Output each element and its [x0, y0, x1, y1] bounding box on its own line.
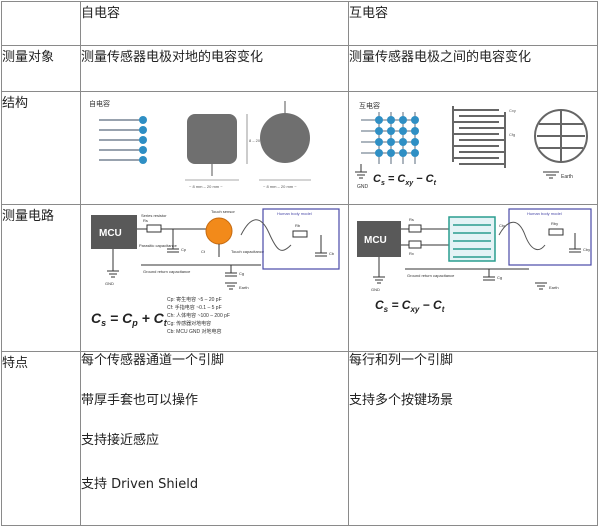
self-feature-item: 每个传感器通道一个引脚 — [81, 353, 225, 368]
mcu-block — [91, 215, 137, 249]
mutual-cty-label: Cty — [499, 223, 505, 228]
mutual-target-text: 测量传感器电极之间的电容变化 — [348, 45, 598, 92]
self-circuit-formula: Cs = Cp + Ct — [91, 310, 168, 328]
svg-text:Cp: 寄生电容 ~5 – 20 pF: Cp: 寄生电容 ~5 – 20 pF — [167, 296, 222, 303]
round-electrode — [260, 113, 310, 163]
mutual-structure-title: 互电容 — [359, 101, 380, 110]
mutual-rs-label: Rs — [409, 217, 414, 222]
mutual-circuit-formula: Cs = Cxy − Ct — [375, 298, 445, 314]
row-label-structure: 结构 — [1, 91, 81, 205]
human-body-label: Human body model — [277, 211, 312, 216]
self-structure-diagram: 自电容 ~ 8 mm – 20 mm ~ 8 – 20 mm — [89, 99, 311, 189]
square-width-label: ~ 8 mm – 20 mm ~ — [189, 184, 223, 189]
mutual-structure-formula: Cs = Cxy − Ct — [373, 173, 437, 187]
mutual-earth-label: Earth — [561, 174, 573, 180]
header-mutual-capacitance: 互电容 — [348, 1, 598, 46]
mutual-structure-figure: 互电容 Cxy Cfg — [348, 91, 598, 205]
round-mutual-electrode — [534, 109, 588, 163]
series-resistor-label: Series resistor — [141, 213, 167, 218]
cg-label: Cg — [239, 271, 244, 276]
mutual-circuit-diagram: MCU GND Rs Rx Cty Human body model — [357, 208, 592, 314]
mutual-cg-label: Cg — [497, 275, 502, 280]
mutual-feature-item: 支持多个按键场景 — [349, 393, 454, 408]
mutual-cby-label: Cby — [583, 247, 590, 252]
mutual-structure-diagram: 互电容 Cxy Cfg — [355, 101, 588, 190]
self-electrode-dots — [139, 116, 147, 164]
svg-text:Cb: MCU GND 对地电容: Cb: MCU GND 对地电容 — [167, 328, 221, 335]
self-feature-item: 支持 Driven Shield — [81, 477, 199, 492]
self-circuit-diagram: MCU GND Series resistor Rs Parasitic cap… — [91, 208, 340, 335]
interdigitated-electrode — [452, 106, 506, 168]
rs-label: Rs — [143, 218, 148, 223]
self-circuit-legend: Cp: 寄生电容 ~5 – 20 pF Cf: 手指电容 ~0.1 – 5 pF… — [167, 296, 230, 335]
square-electrode — [187, 114, 237, 164]
row-label-features: 特点 — [1, 351, 81, 526]
rb-label: Rb — [295, 223, 301, 228]
svg-text:Cf: 手指电容 ~0.1 – 5 pF: Cf: 手指电容 ~0.1 – 5 pF — [167, 304, 222, 311]
square-height-label: 8 – 20 mm — [249, 138, 269, 143]
touch-cap-label: Touch capacitance — [231, 249, 265, 254]
mutual-rby-label: Rby — [551, 221, 558, 226]
cb-label: Cb — [329, 251, 335, 256]
self-electrode-lines — [99, 119, 141, 161]
mcu-label: MCU — [99, 228, 122, 239]
mutual-human-body-box — [508, 208, 592, 266]
parasitic-label: Parasitic capacitance — [139, 243, 178, 248]
self-target-text: 测量传感器电极对地的电容变化 — [80, 45, 349, 92]
cp-label: Cp — [181, 247, 187, 252]
mutual-circuit-figure: MCU GND Rs Rx Cty Human body model — [348, 204, 598, 352]
self-structure-title: 自电容 — [89, 99, 110, 108]
mutual-cfg-label: Cfg — [509, 132, 515, 137]
self-features-list: 每个传感器通道一个引脚 带厚手套也可以操作 支持接近感应 支持 Driven S… — [80, 351, 349, 526]
ground-return-label: Ground return capacitance — [143, 269, 191, 274]
ct-label: Ct — [201, 249, 206, 254]
human-body-box — [262, 208, 340, 270]
mutual-rx-label: Rx — [409, 251, 414, 256]
header-self-capacitance: 自电容 — [80, 1, 349, 46]
header-empty-cell — [1, 1, 81, 46]
mutual-grid-nodes — [375, 116, 419, 157]
self-circuit-figure: MCU GND Series resistor Rs Parasitic cap… — [80, 204, 349, 352]
self-structure-figure: 自电容 ~ 8 mm – 20 mm ~ 8 – 20 mm — [80, 91, 349, 205]
mutual-features-list: 每行和列一个引脚 支持多个按键场景 — [348, 351, 598, 526]
self-earth-label: Earth — [239, 285, 249, 290]
self-feature-item: 带厚手套也可以操作 — [81, 393, 199, 408]
row-label-target: 测量对象 — [1, 45, 81, 92]
mutual-feature-item: 每行和列一个引脚 — [349, 353, 454, 368]
self-gnd-label: GND — [105, 281, 114, 286]
svg-text:Ch: 人体电容 ~100 – 200 pF: Ch: 人体电容 ~100 – 200 pF — [167, 312, 230, 319]
mutual-ground-return-label: Ground return capacitance — [407, 273, 455, 278]
mutual-gnd-label: GND — [357, 184, 369, 190]
round-width-label: ~ 8 mm – 20 mm ~ — [263, 184, 297, 189]
mutual-mcu-label: MCU — [364, 235, 387, 246]
mutual-human-body-label: Human body model — [527, 211, 562, 216]
mutual-earth-label-2: Earth — [549, 285, 559, 290]
touch-sensor-label: Touch sensor — [211, 209, 235, 214]
svg-text:Cg: 传感器对地电容: Cg: 传感器对地电容 — [167, 320, 211, 327]
row-label-circuit: 测量电路 — [1, 204, 81, 352]
touch-sensor-pad — [205, 217, 233, 245]
self-feature-item: 支持接近感应 — [81, 433, 160, 448]
mutual-gnd-label-2: GND — [371, 287, 380, 292]
mutual-mcu-block — [357, 221, 401, 257]
mutual-cxy-label: Cxy — [509, 108, 516, 113]
mutual-electrode-pad — [448, 216, 496, 262]
